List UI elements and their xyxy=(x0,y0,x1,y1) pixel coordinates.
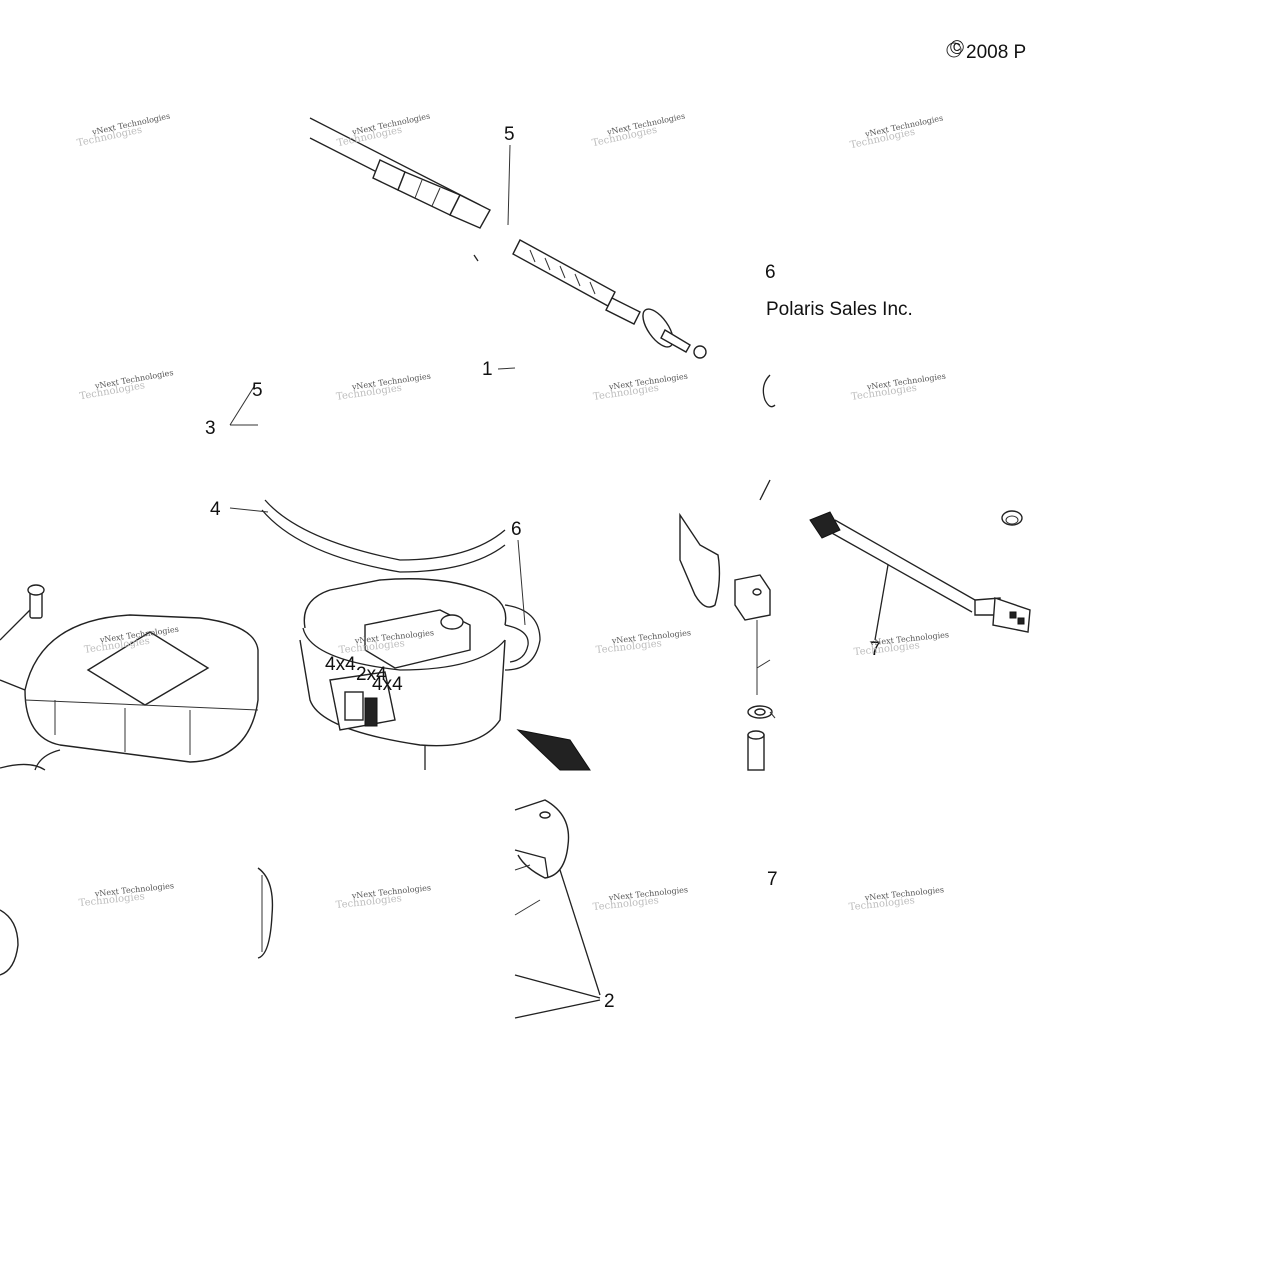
cable-part-5 xyxy=(309,117,707,359)
copyright-notice: © 2008 P Polaris Sales Inc. xyxy=(766,38,1026,320)
clamp-part-2 xyxy=(514,729,601,1019)
lower-left-fragments xyxy=(0,867,274,976)
cover-part-3 xyxy=(0,584,259,771)
callout-6: 6 xyxy=(511,519,522,540)
copyright-text: 2008 P xyxy=(966,42,1026,63)
fragment-7: 7 xyxy=(767,869,778,890)
switch-mode-b: 2x4 xyxy=(356,664,387,685)
watermarks: Technologies vNext Technologies Technolo… xyxy=(76,111,949,913)
switch-mode-a: 4x4 xyxy=(325,654,356,675)
hardware-fragments xyxy=(679,374,776,771)
callout-4: 4 xyxy=(210,499,221,520)
switch-mode-c: 4x4 xyxy=(372,674,403,695)
wire-harness-part-7 xyxy=(809,510,1031,641)
copyright-symbol: © xyxy=(950,38,964,59)
callout-labels: 1 2 3 4 5 6 7 6 5 7 xyxy=(205,124,881,1012)
leader-lines xyxy=(229,144,526,626)
switch-housing-part-4: 4x4 2x4 4x4 xyxy=(261,499,541,770)
callout-2: 2 xyxy=(604,991,615,1012)
callout-1: 1 xyxy=(482,359,493,380)
fragment-5: 5 xyxy=(252,380,263,401)
fragment-6: 6 xyxy=(765,262,776,283)
callout-5: 5 xyxy=(504,124,515,145)
company-name: Polaris Sales Inc. xyxy=(766,299,913,320)
callout-3: 3 xyxy=(205,418,216,439)
callout-7: 7 xyxy=(870,639,881,660)
